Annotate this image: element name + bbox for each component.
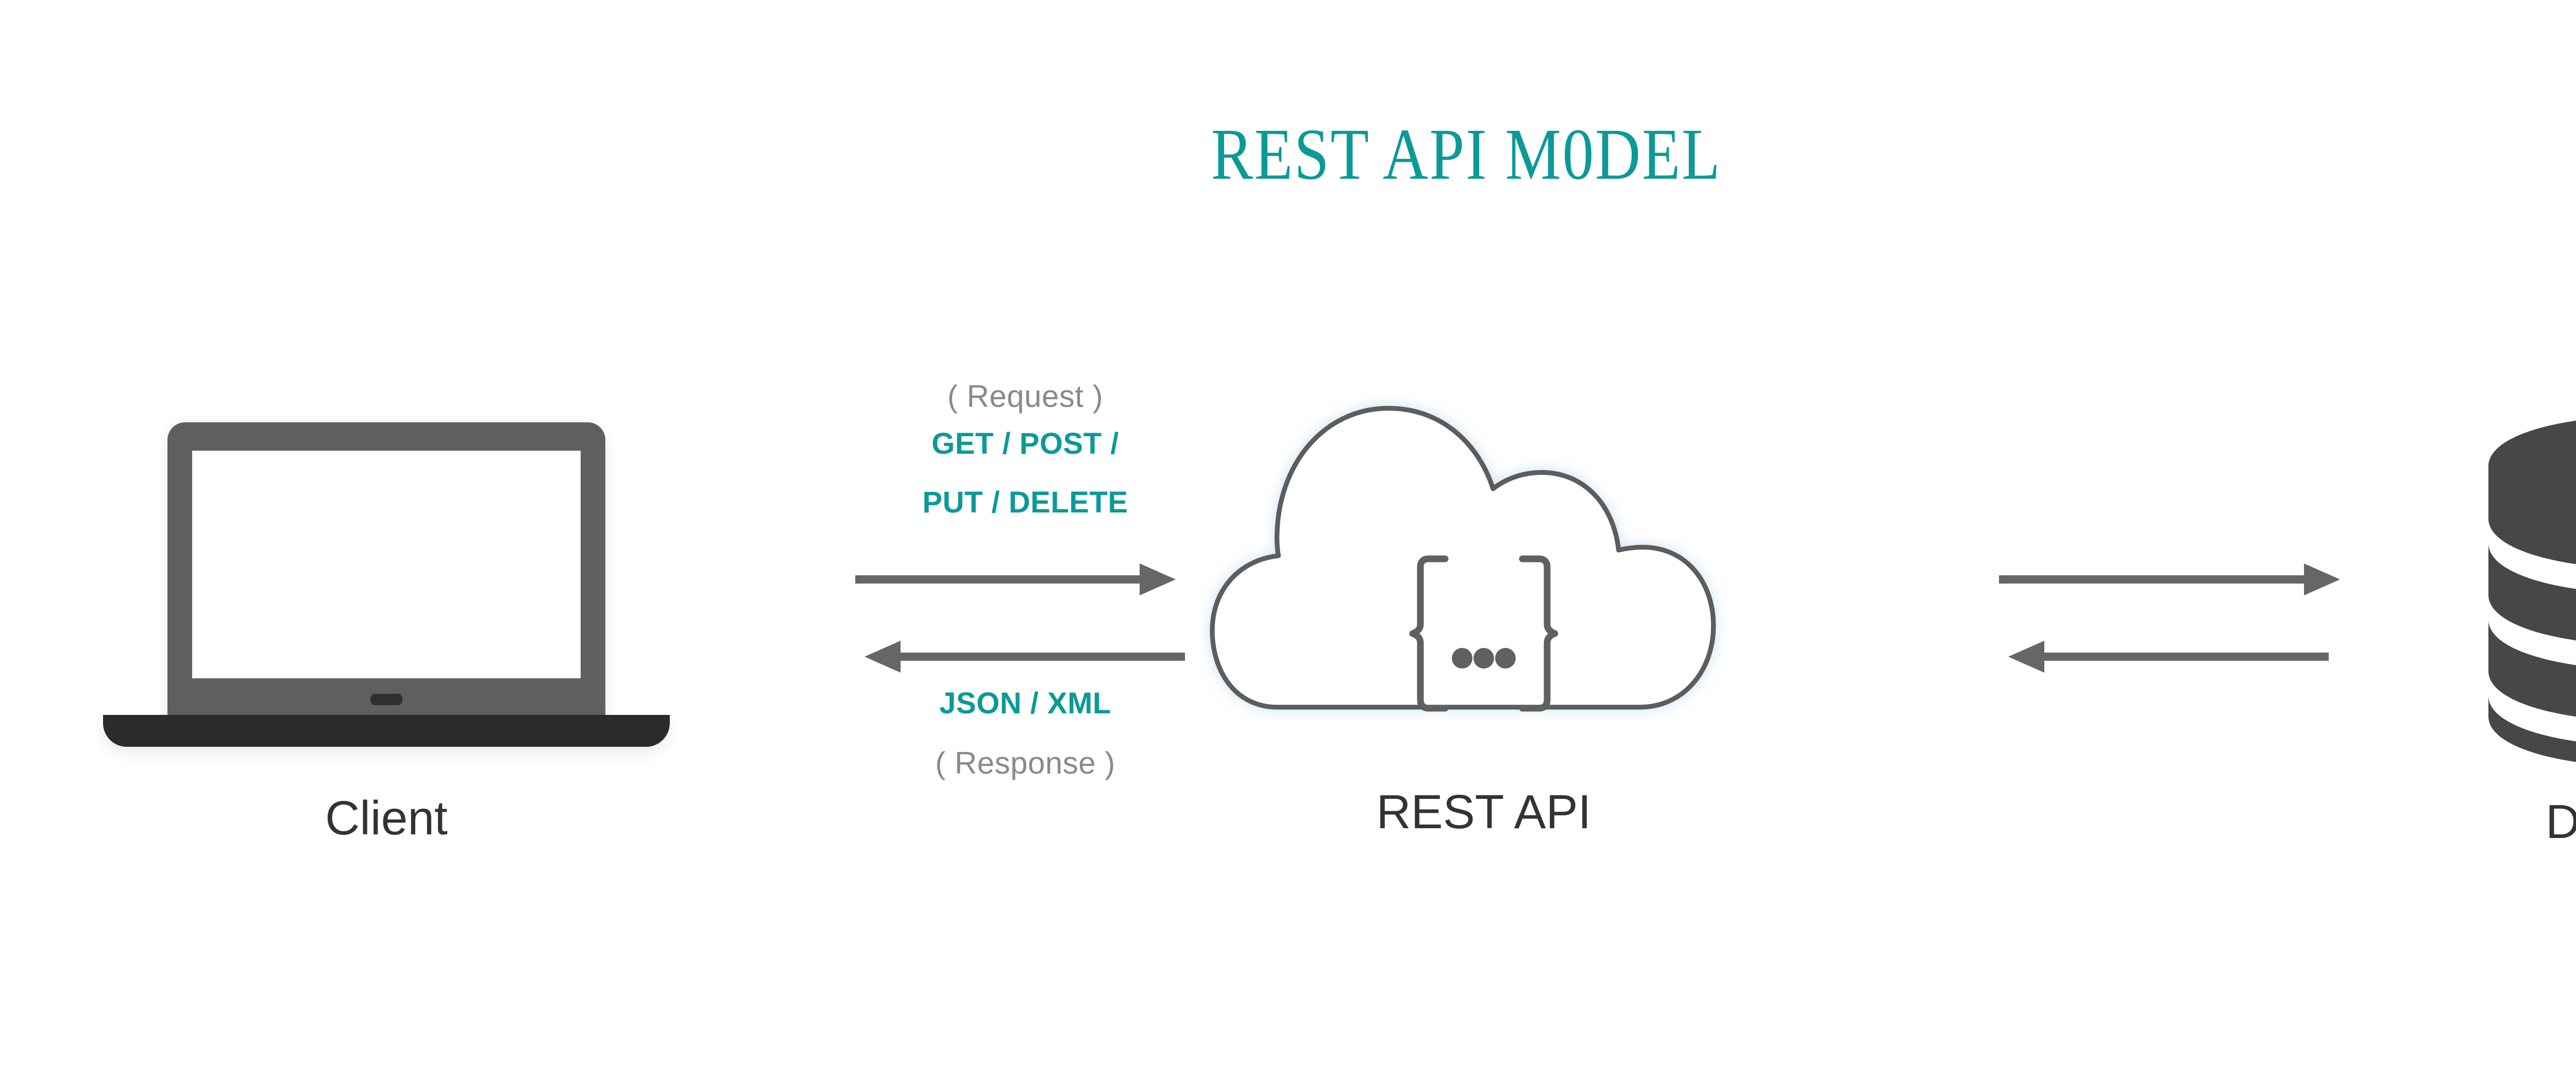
page-title: REST API M0DEL [1211,113,1722,195]
http-methods-line-1: GET / POST / [931,427,1119,460]
node-client: Client [103,407,670,842]
laptop-screen [192,451,581,678]
arrow-request-forward [855,563,1176,595]
arrows-client-api [855,556,1185,700]
laptop-base [103,715,670,747]
laptop-icon [103,407,670,762]
db-layer-4 [2488,696,2576,762]
laptop-lid [167,422,605,724]
rest-api-label: REST API [1376,785,1591,839]
db-layer-2 [2488,543,2576,641]
arrows-api-database [1999,556,2349,700]
response-label: ( Response ) [935,746,1115,780]
dot-icon-1 [1452,648,1472,669]
left-curly-brace-icon [1409,555,1449,712]
arrow-response-backward [865,641,1185,673]
db-top-ellipse [2488,421,2576,511]
right-curly-brace-icon [1519,555,1558,712]
arrow-db-to-api-backward [2008,641,2329,673]
node-rest-api: REST API [1210,381,1731,839]
arrow-api-to-db-forward [1999,563,2340,595]
http-methods-line-2: PUT / DELETE [922,486,1128,519]
cloud-shape [1210,406,1716,710]
client-label: Client [325,791,448,845]
dot-icon-2 [1473,648,1494,669]
dot-icon-3 [1495,648,1516,669]
database-cylinder-icon [2432,389,2576,770]
database-label: Database [2545,795,2576,848]
db-layer-3 [2488,620,2576,717]
cloud-icon [1210,381,1731,773]
node-database: Database [2432,389,2576,846]
request-label: ( Request ) [947,379,1104,414]
laptop-trackpad-notch [370,694,402,705]
response-format-label: JSON / XML [939,687,1111,720]
